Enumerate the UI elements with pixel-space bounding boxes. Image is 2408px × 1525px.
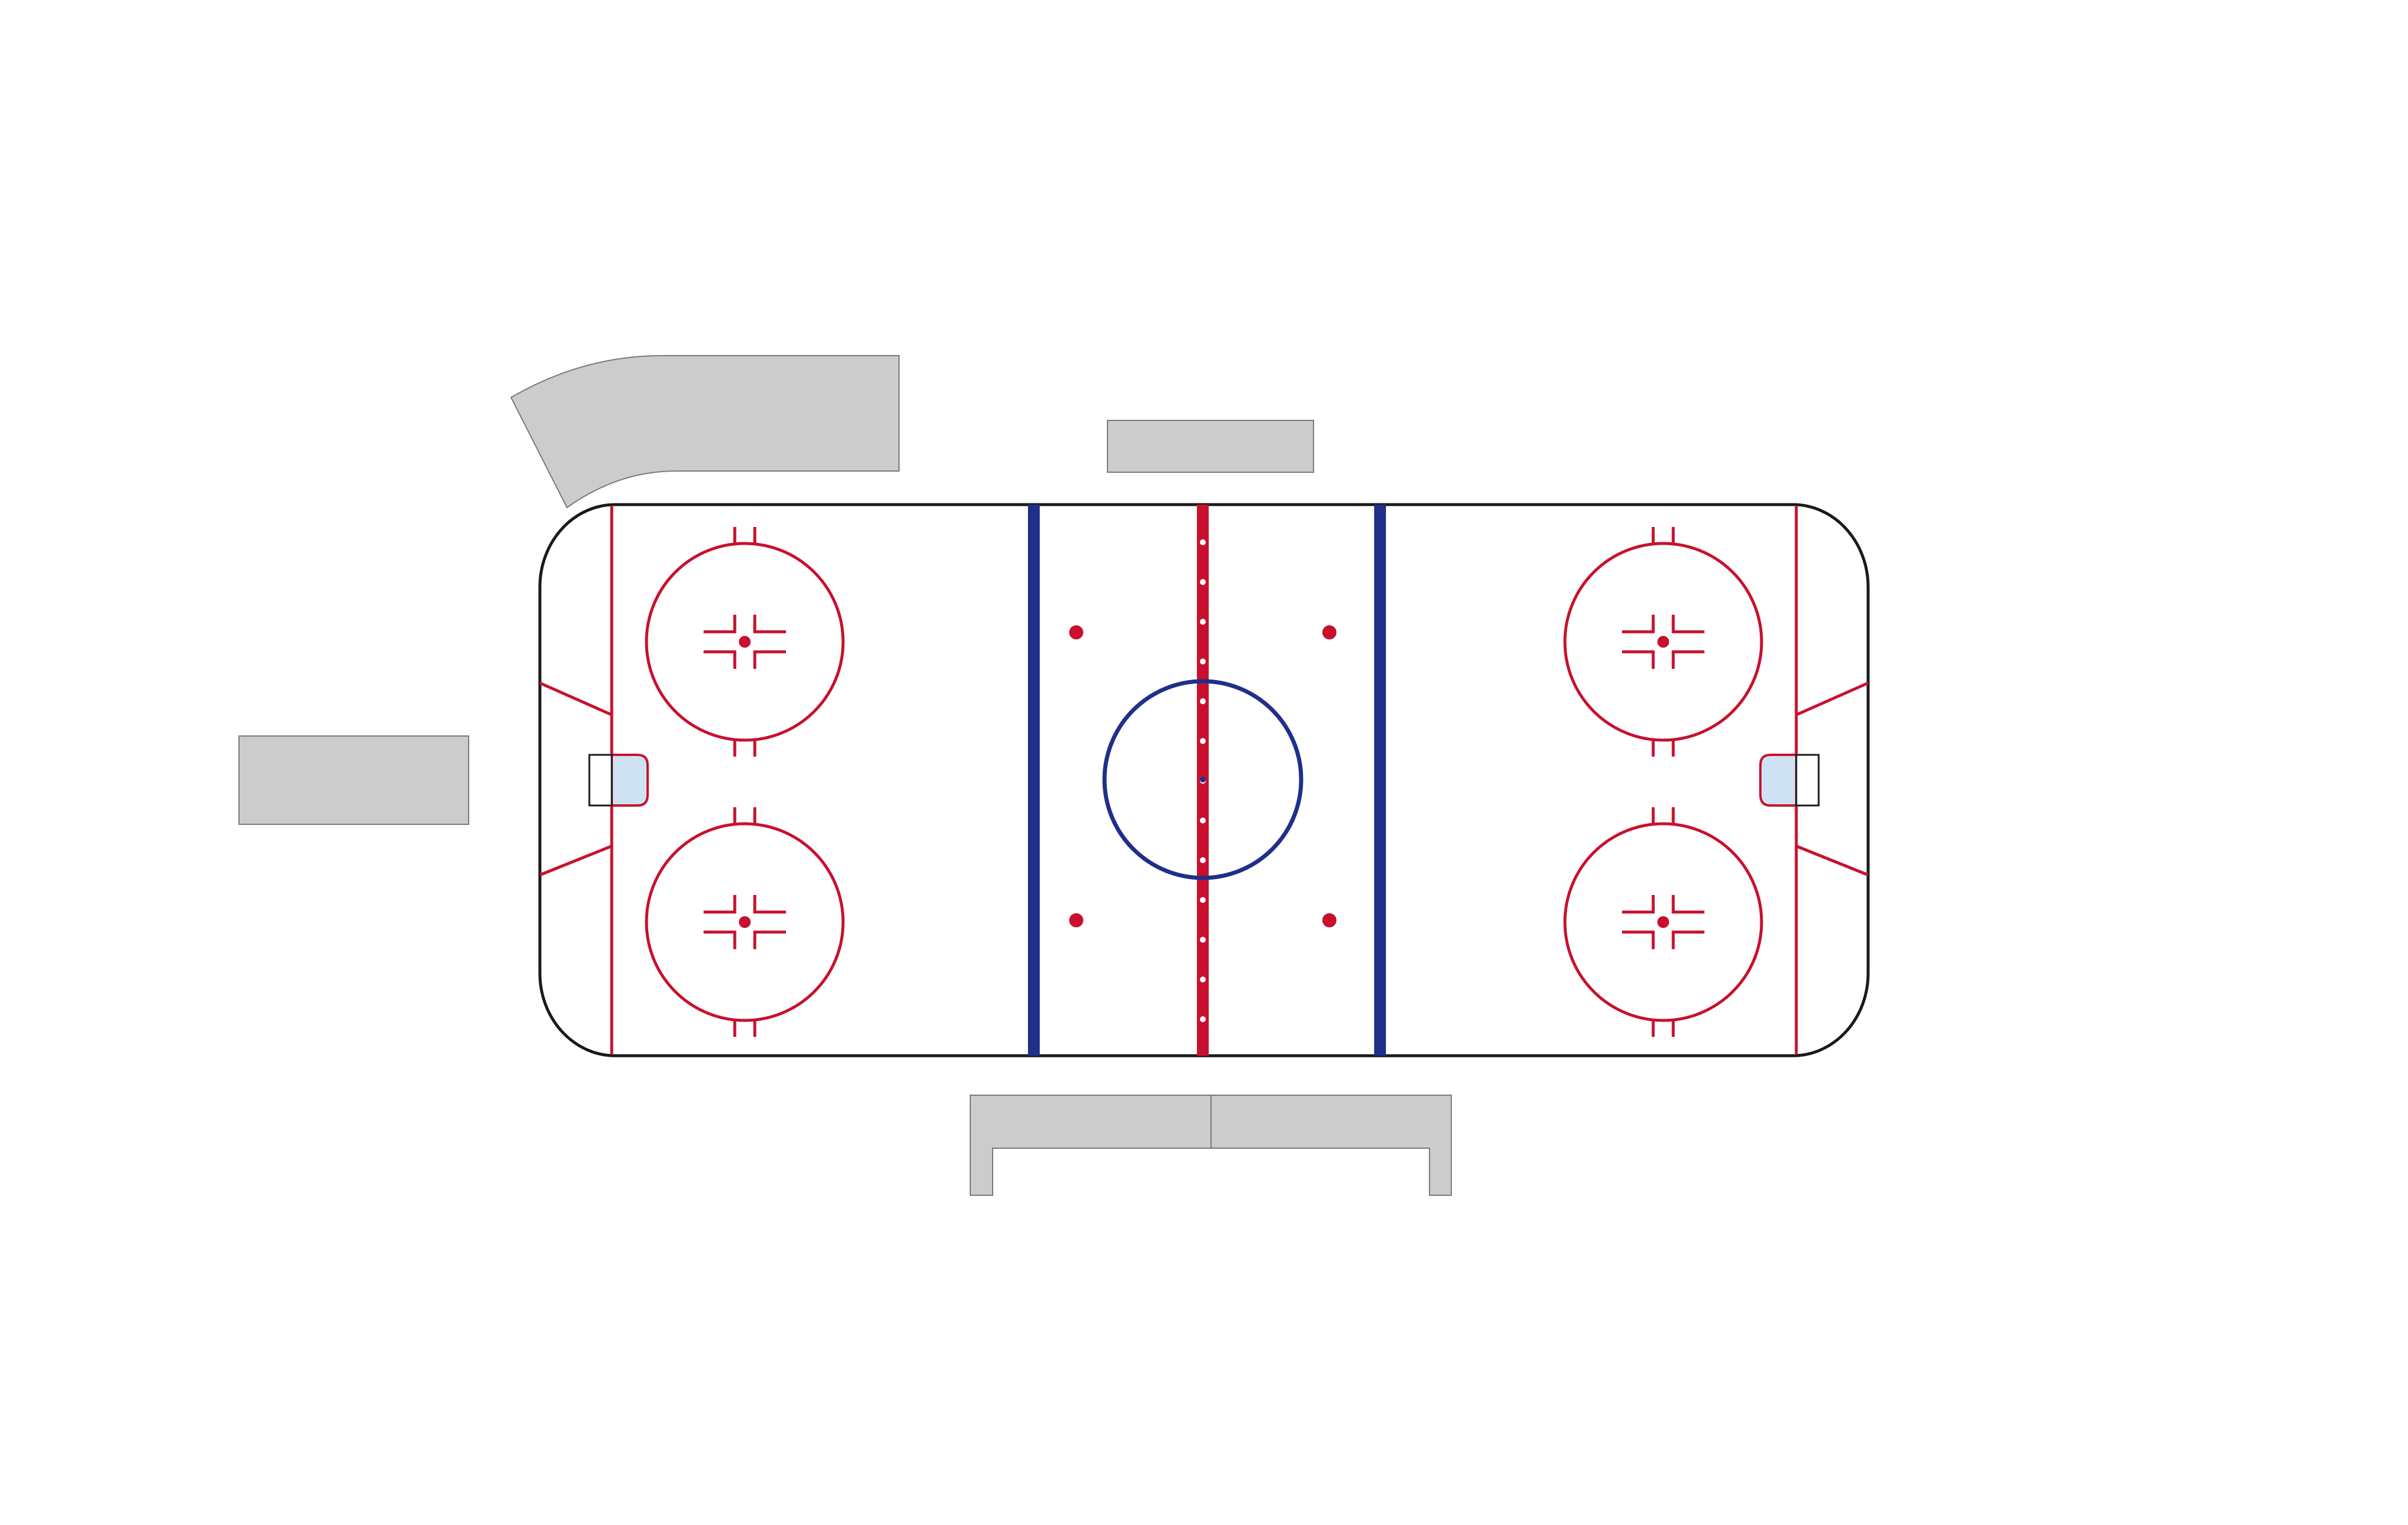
faceoff-l-mark — [704, 650, 737, 669]
penalty-box — [510, 355, 900, 509]
trapezoid-line-left-top — [539, 681, 613, 717]
center-line-dot — [1200, 857, 1206, 863]
faceoff-circle-top-left — [645, 527, 845, 757]
goal-net-left — [588, 754, 613, 807]
faceoff-circle-top-right — [1563, 527, 1763, 757]
trapezoid-line-right-bottom — [1796, 844, 1869, 877]
blue-lines — [1028, 505, 1386, 1056]
faceoff-l-mark — [1671, 930, 1704, 949]
trapezoid-line-right-top — [1795, 681, 1869, 717]
neutral-spot-bottom-left — [1069, 913, 1083, 927]
faceoff-l-mark — [1671, 650, 1704, 669]
faceoff-l-mark — [1622, 650, 1655, 669]
faceoff-circle-ring — [645, 542, 845, 742]
center-line-dot — [1200, 738, 1206, 744]
center-line-dot — [1200, 937, 1206, 943]
center-line-dot — [1200, 976, 1206, 983]
zamboni-entrance — [238, 735, 469, 825]
faceoff-spot — [739, 916, 751, 928]
blue-line-right — [1374, 505, 1386, 1056]
faceoff-circle-ring — [1563, 822, 1763, 1022]
neutral-zone-spots — [1069, 625, 1336, 927]
goalie-trapezoids — [539, 681, 1869, 877]
faceoff-circle-ring — [1563, 542, 1763, 742]
center-line-dot — [1200, 817, 1206, 824]
faceoff-l-mark — [1622, 930, 1655, 949]
center-line-dot — [1200, 698, 1206, 704]
faceoff-spot — [739, 636, 751, 648]
center-line-dot — [1200, 579, 1206, 585]
faceoff-l-mark — [753, 930, 786, 949]
faceoff-l-mark — [704, 930, 737, 949]
faceoff-l-mark — [704, 895, 737, 914]
faceoff-spot — [1657, 636, 1669, 648]
end-zone-faceoff-circles — [645, 527, 1763, 1037]
blue-line-left — [1028, 505, 1040, 1056]
neutral-spot-bottom-right — [1322, 913, 1336, 927]
faceoff-l-mark — [753, 895, 786, 914]
goal-crease-right — [1759, 754, 1797, 807]
center-faceoff-circle — [1102, 679, 1303, 880]
faceoff-l-mark — [753, 650, 786, 669]
center-line-dot — [1200, 1016, 1206, 1022]
neutral-spot-top-left — [1069, 625, 1083, 639]
goal-crease-left — [611, 754, 649, 807]
center-line-dot — [1200, 897, 1206, 903]
center-line-dots — [1200, 539, 1206, 1022]
faceoff-circle-ring — [645, 822, 845, 1022]
faceoff-spot — [1657, 916, 1669, 928]
center-faceoff-spot — [1200, 777, 1206, 783]
faceoff-l-mark — [1671, 895, 1704, 914]
faceoff-circle-bottom-right — [1563, 807, 1763, 1037]
neutral-spot-top-right — [1322, 625, 1336, 639]
faceoff-l-mark — [704, 615, 737, 634]
center-line-dot — [1200, 539, 1206, 545]
faceoff-l-mark — [1671, 615, 1704, 634]
faceoff-l-mark — [1622, 615, 1655, 634]
goals — [588, 754, 1820, 807]
center-line-dot — [1200, 658, 1206, 665]
goal-net-right — [1795, 754, 1820, 807]
faceoff-l-mark — [753, 615, 786, 634]
furniture-layer — [238, 355, 1452, 1196]
scorekeeper-box — [1107, 420, 1314, 473]
faceoff-circle-bottom-left — [645, 807, 845, 1037]
center-line-dot — [1200, 619, 1206, 625]
trapezoid-line-left-bottom — [539, 844, 612, 877]
faceoff-l-mark — [1622, 895, 1655, 914]
